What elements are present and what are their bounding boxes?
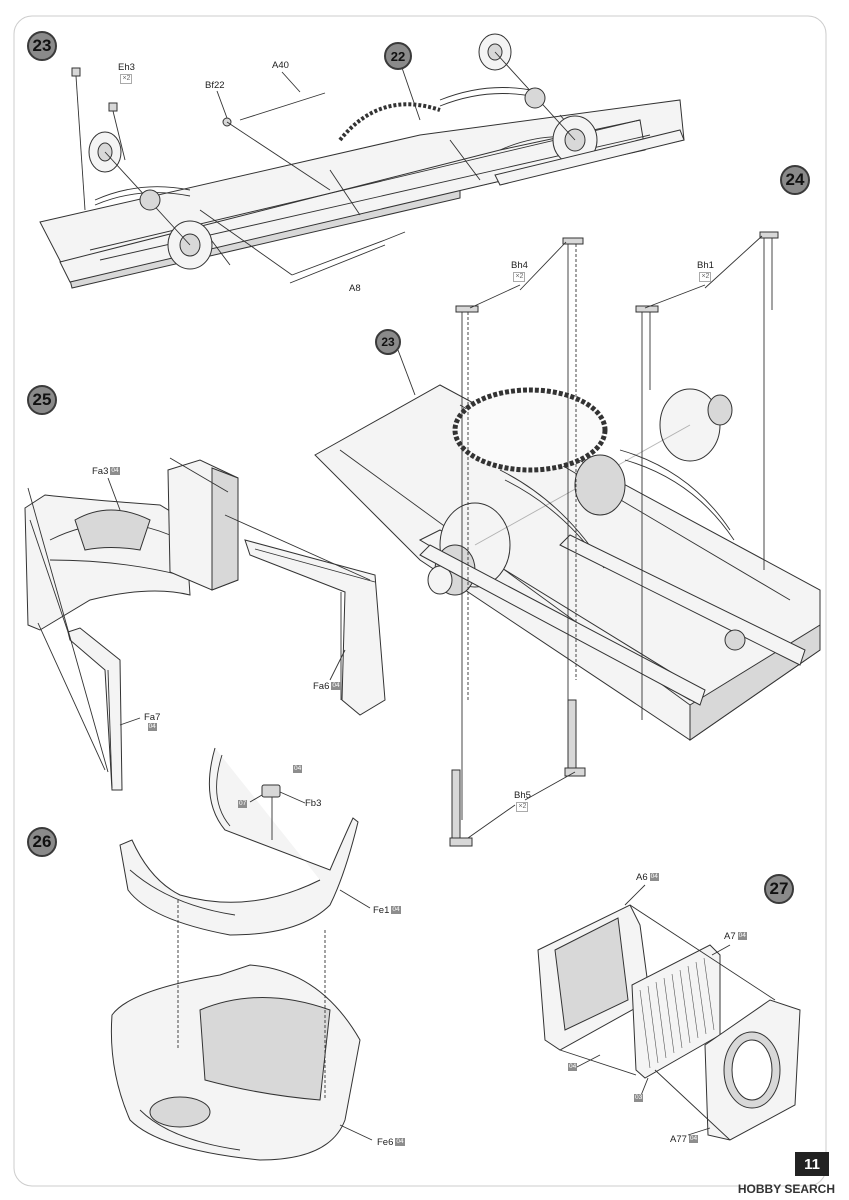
cab-interior-drawing	[24, 457, 386, 791]
part-label-eh3: Eh3 ×2	[118, 62, 135, 84]
color-tag: 04	[331, 682, 341, 691]
step-24-badge: 24	[780, 165, 810, 195]
step-number: 22	[390, 48, 406, 64]
color-tag: 04	[147, 723, 157, 732]
color-tag: 04	[568, 1063, 578, 1072]
color-tag: 03	[634, 1094, 644, 1103]
step-27-badge: 27	[764, 874, 794, 904]
step-number: 23	[32, 36, 52, 55]
step-number: 27	[769, 879, 789, 898]
step-23-ref-badge: 23	[375, 329, 401, 355]
quantity-badge: ×2	[120, 74, 133, 84]
step-number: 24	[785, 170, 805, 189]
color-tag: 04	[649, 873, 659, 882]
part-label-bh5: Bh5 ×2	[514, 790, 531, 812]
part-color-tag-fb3-b: 07	[236, 800, 248, 810]
step-26-badge: 26	[27, 827, 57, 857]
seat-drawing	[110, 747, 373, 1161]
part-label-a8: A8	[349, 283, 361, 294]
quantity-badge: ×2	[516, 802, 529, 812]
part-color-tag-03: 03	[632, 1094, 644, 1104]
color-tag: 04	[737, 932, 747, 941]
chassis-drawing	[39, 33, 685, 289]
part-label-a40: A40	[272, 60, 289, 71]
quantity-badge: ×2	[513, 272, 526, 282]
color-tag: 04	[391, 906, 401, 915]
rear-axle-drawing	[314, 231, 821, 847]
color-tag: 04	[688, 1135, 699, 1144]
radiator-drawing	[537, 884, 801, 1141]
part-label-bf22: Bf22	[205, 80, 225, 91]
part-label-bh1: Bh1 ×2	[697, 260, 714, 282]
step-22-ref-badge: 22	[384, 42, 412, 70]
color-tag: 04	[110, 467, 120, 476]
page-number: 11	[795, 1152, 829, 1176]
color-tag: 07	[238, 800, 248, 809]
part-label-fb3: Fb3	[305, 798, 322, 809]
watermark: HOBBY SEARCH	[737, 1182, 835, 1196]
part-color-tag-fb3-a: 04	[291, 765, 303, 775]
step-23-badge: 23	[27, 31, 57, 61]
step-number: 26	[32, 832, 52, 851]
quantity-badge: ×2	[699, 272, 712, 282]
step-number: 23	[381, 335, 395, 349]
color-tag: 04	[293, 765, 303, 774]
color-tag: 04	[395, 1138, 405, 1147]
step-number: 25	[32, 390, 52, 409]
part-label-bh4: Bh4 ×2	[511, 260, 528, 282]
step-25-badge: 25	[27, 385, 57, 415]
part-color-tag-04: 04	[566, 1063, 578, 1073]
